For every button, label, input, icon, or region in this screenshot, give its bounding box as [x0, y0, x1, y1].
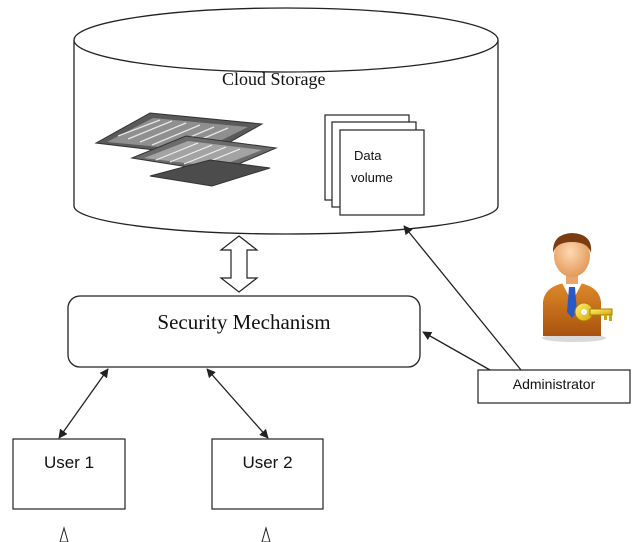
user-2-label: User 2	[242, 453, 293, 472]
arrow-user2-security	[206, 368, 269, 439]
cloud-storage-label: Cloud Storage	[222, 69, 326, 89]
security-mechanism-label: Security Mechanism	[157, 310, 331, 334]
user-1-label: User 1	[43, 453, 95, 472]
data-volume-label-line2: volume	[351, 170, 393, 185]
administrator-label: Administrator	[512, 376, 596, 392]
administrator-box	[477, 369, 631, 404]
arrow-admin-to-cloud	[403, 225, 522, 371]
administrator-key-icon	[542, 233, 613, 342]
user-1-box	[12, 438, 126, 510]
arrow-user1-security	[58, 368, 109, 439]
user-1-input-marker	[59, 526, 69, 542]
user-2-box	[211, 438, 324, 510]
data-volume-pages	[324, 114, 425, 216]
security-mechanism-box	[67, 295, 421, 368]
double-block-arrow	[219, 235, 259, 293]
arrow-admin-to-security	[422, 331, 491, 371]
data-volume-label-line1: Data	[354, 148, 382, 163]
user-2-input-marker	[261, 526, 271, 542]
chip-board-icon	[94, 112, 278, 187]
